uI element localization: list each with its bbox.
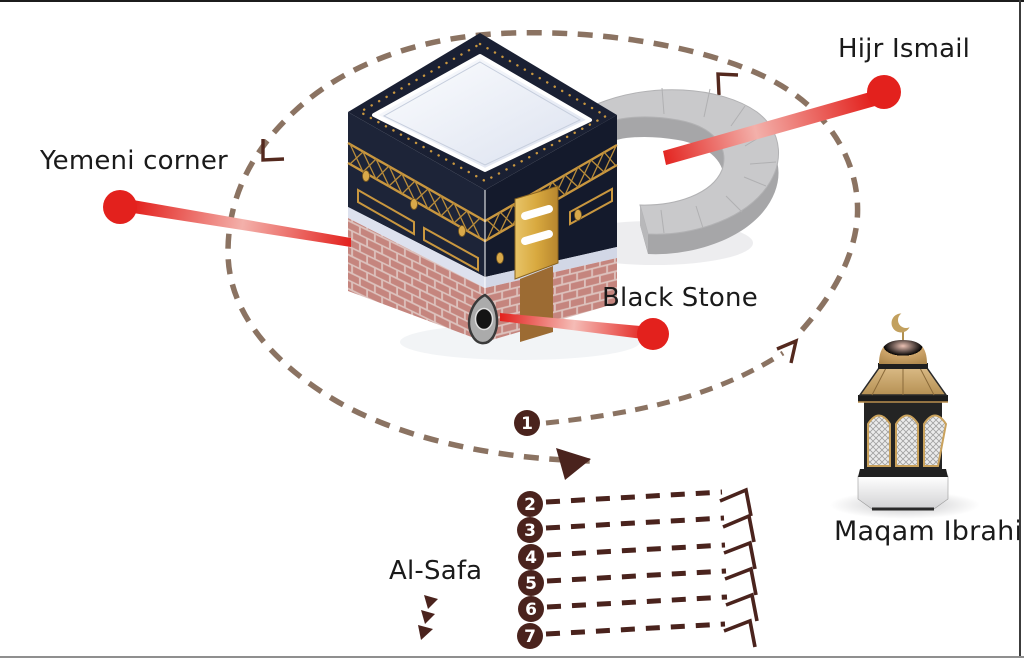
blackstone-marker-dot <box>637 318 669 350</box>
direction-chevron-junction <box>776 338 799 364</box>
al-safa-arrows <box>418 595 438 640</box>
kaaba-brick-base-left <box>348 218 485 342</box>
round-4-number: 4 <box>525 548 537 568</box>
frame-border-right <box>1019 0 1021 657</box>
tawaf-direction-arrow <box>556 448 591 480</box>
round-6-number: 6 <box>525 600 537 620</box>
direction-chevron-top <box>716 72 739 96</box>
frame-border-bottom <box>0 656 1024 658</box>
pointer-markers <box>103 75 901 350</box>
round-1-number: 1 <box>521 414 533 434</box>
round-7-number: 7 <box>524 627 536 647</box>
round-5-number: 5 <box>525 574 537 594</box>
round-3-number: 3 <box>524 521 536 541</box>
hijr-ismail-label: Hijr Ismail <box>838 34 971 64</box>
round-badges: 1 2 3 4 5 6 7 <box>514 410 544 649</box>
yemeni-pointer-line <box>133 200 351 247</box>
black-stone-label: Black Stone <box>602 283 758 313</box>
maqam-ibrahim-icon <box>830 312 980 519</box>
round-1-connector <box>545 350 785 426</box>
round-2-number: 2 <box>524 495 536 515</box>
hijr-marker-dot <box>867 75 901 109</box>
direction-chevron-left <box>261 139 285 162</box>
black-stone-icon <box>467 293 499 345</box>
al-safa-label: Al-Safa <box>389 556 483 586</box>
lantern-windows <box>867 414 948 467</box>
yemeni-corner-label: Yemeni corner <box>40 146 228 176</box>
frame-border-top <box>0 0 1024 2</box>
tawaf-path-loop <box>225 29 861 480</box>
crescent-icon <box>891 312 914 333</box>
kaaba-illustration <box>347 33 618 345</box>
blackstone-pointer-line <box>500 313 651 340</box>
yemeni-marker-dot <box>103 190 137 224</box>
wall-seams <box>660 87 777 234</box>
kaaba-cartouches <box>357 187 613 272</box>
hijr-pointer-line <box>663 92 875 165</box>
kaaba-roof <box>372 54 592 172</box>
round-arrows <box>545 487 759 648</box>
kaaba-ornaments <box>362 170 582 264</box>
maqam-ibrahim-label: Maqam Ibrahim <box>834 516 1024 547</box>
kaaba-left-face <box>348 112 485 277</box>
